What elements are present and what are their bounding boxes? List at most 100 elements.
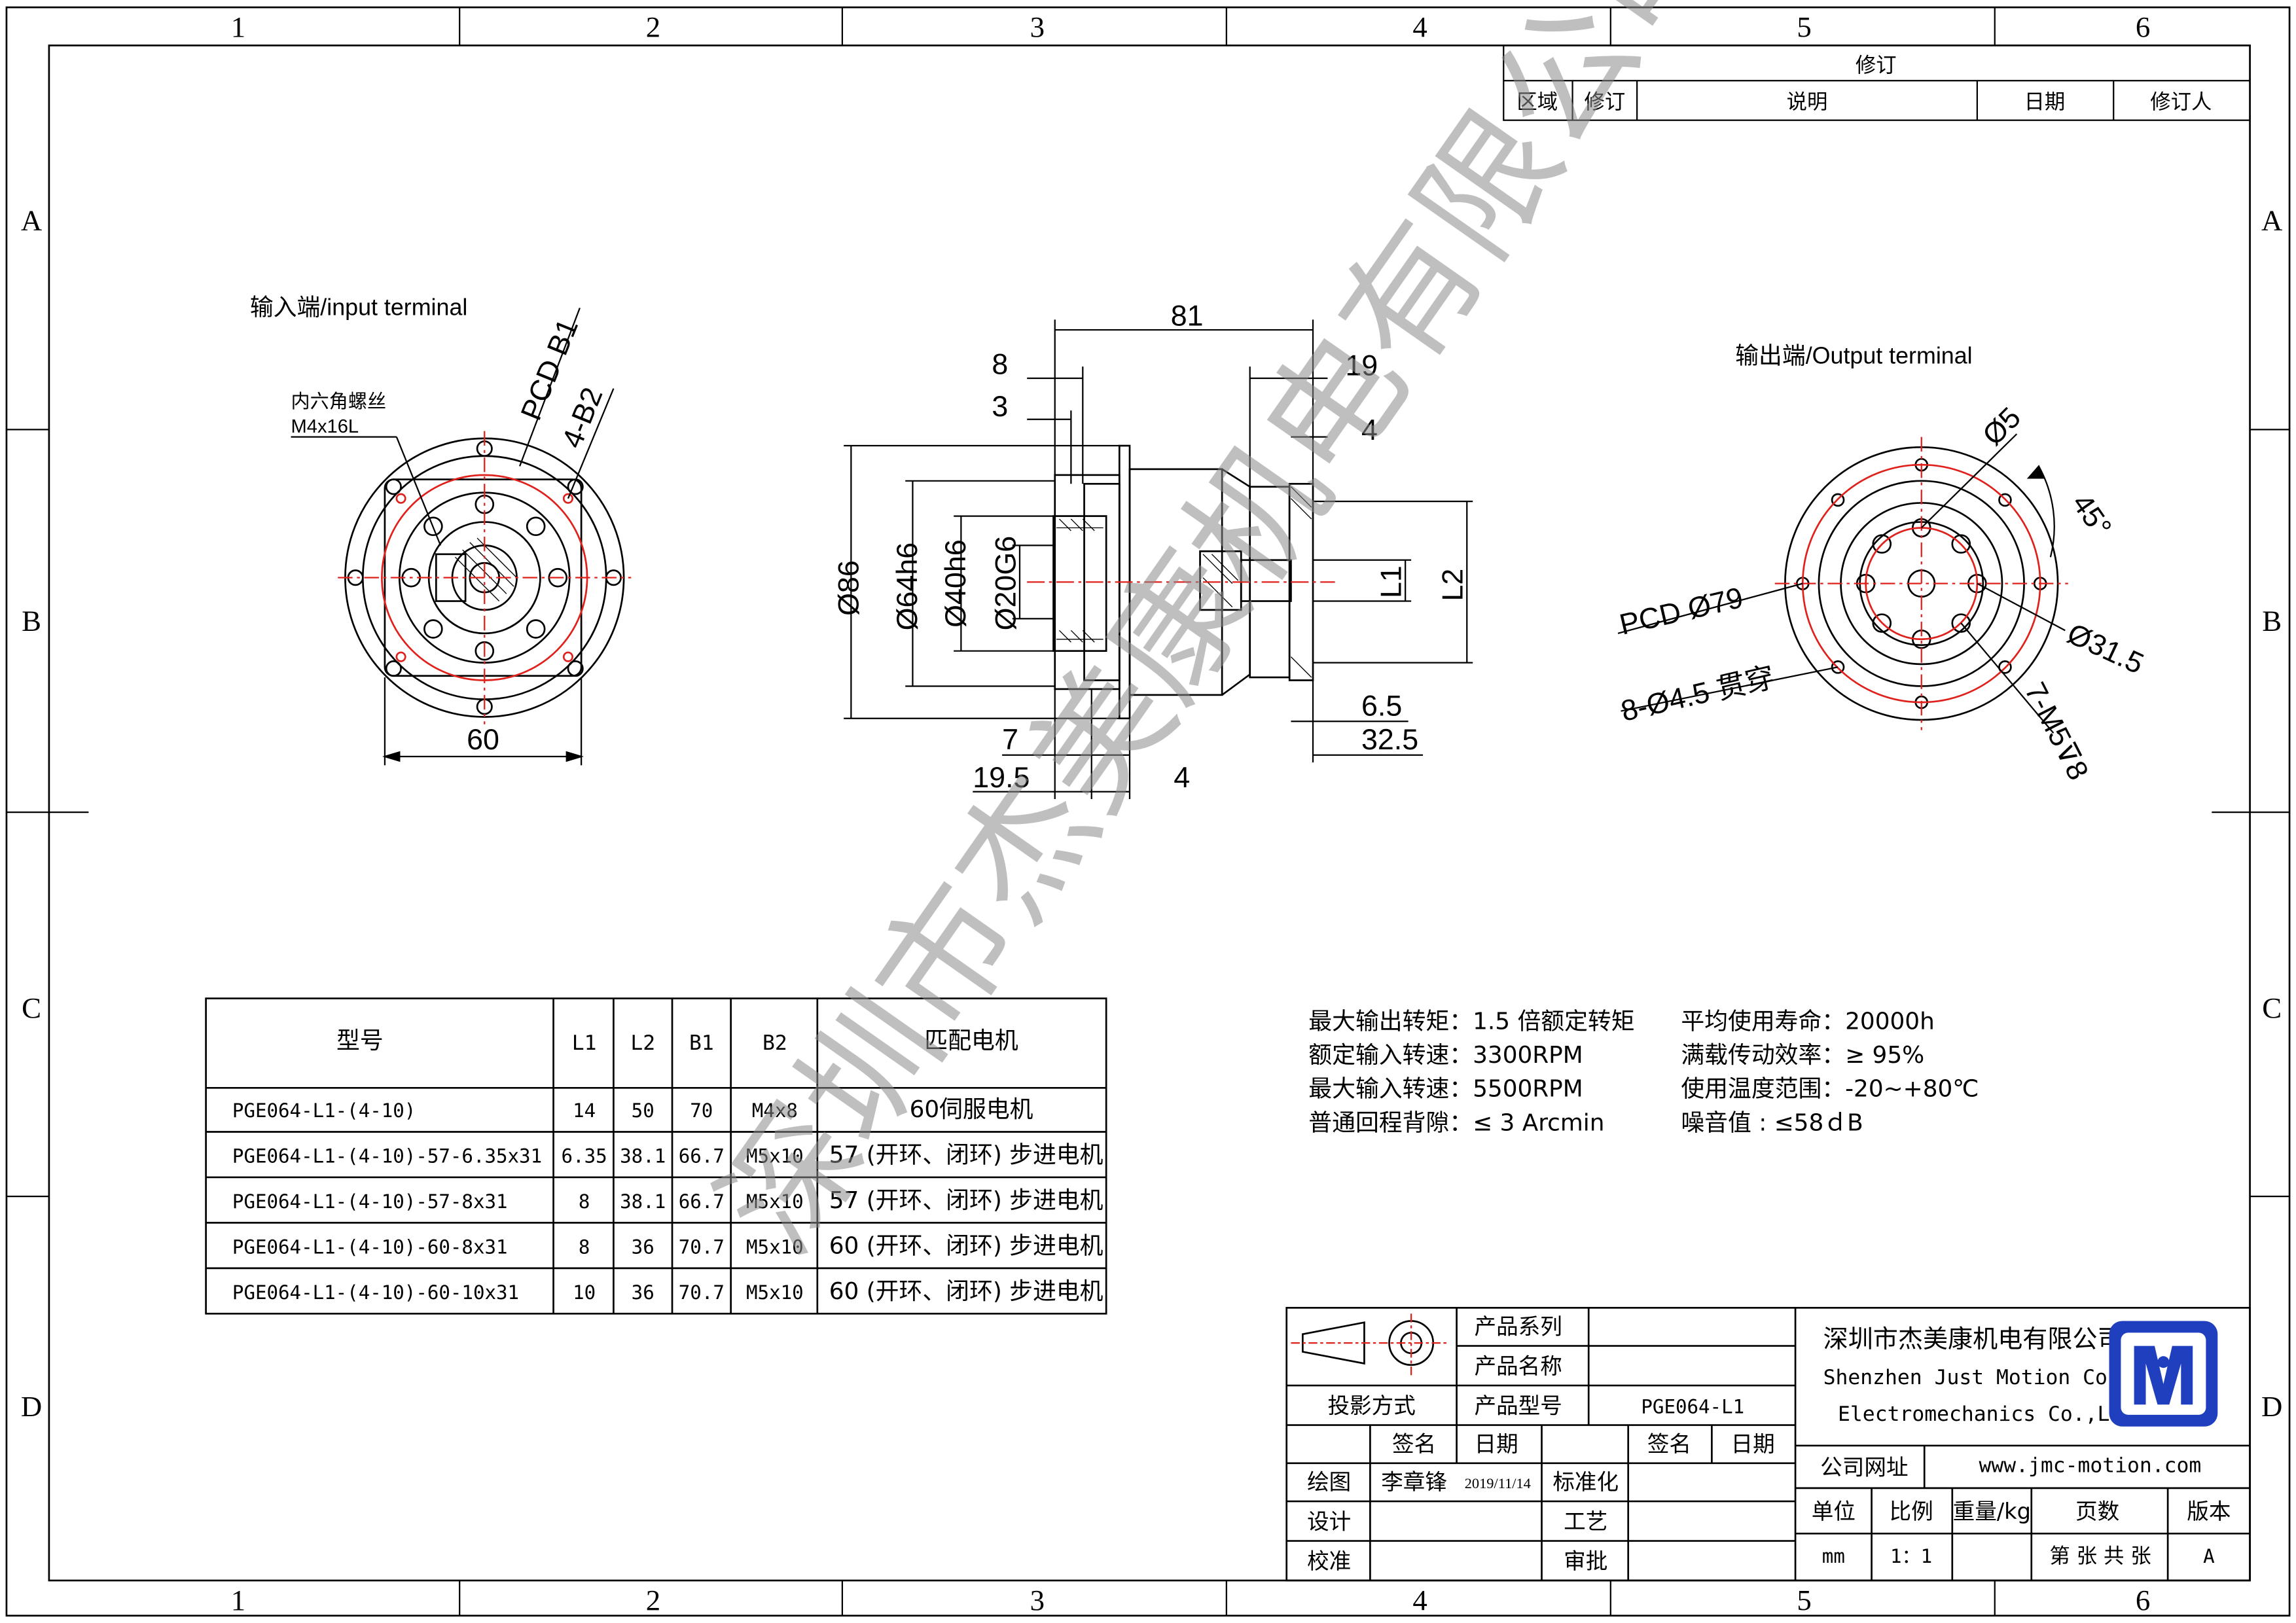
dim-7: 7 xyxy=(1002,723,1018,756)
table-header-l1: L1 xyxy=(572,1031,597,1055)
table-cell-b1: 70.7 xyxy=(679,1281,725,1304)
frame-labels: 1 2 3 4 5 6 1 2 3 4 5 6 A B C D A B C D xyxy=(21,10,2283,1616)
row-label-b-right: B xyxy=(2262,604,2282,637)
tb-pages-value: 第 张 共 张 xyxy=(2049,1544,2151,1568)
table-cell-motor: 57 (开环、闭环) 步进电机 xyxy=(829,1187,1103,1214)
row-label-b: B xyxy=(22,604,41,637)
col-label-6-bottom: 6 xyxy=(2136,1584,2150,1616)
watermark-text: 深圳市杰美康机电有限公司 xyxy=(690,0,1747,1279)
dim-19-5: 19.5 xyxy=(973,761,1030,794)
dim-6-5: 6.5 xyxy=(1361,689,1402,722)
output-dim-d5: Ø5 xyxy=(1976,401,2027,452)
revision-block: 修订 区域 修订 说明 日期 修订人 xyxy=(1503,45,2251,121)
col-label-3: 3 xyxy=(1030,10,1045,43)
tb-weight: 重量/kg xyxy=(1953,1499,2031,1524)
tb-sign: 签名 xyxy=(1392,1431,1436,1457)
tb-design: 设计 xyxy=(1307,1509,1351,1535)
table-cell-motor: 60 (开环、闭环) 步进电机 xyxy=(829,1232,1103,1259)
tb-pages: 页数 xyxy=(2075,1499,2119,1524)
table-cell-b1: 66.7 xyxy=(679,1145,725,1168)
revision-title: 修订 xyxy=(1856,54,1897,77)
tb-check: 校准 xyxy=(1307,1548,1351,1574)
jmc-logo xyxy=(2109,1321,2218,1427)
row-label-d-right: D xyxy=(2261,1390,2282,1423)
table-cell-b1: 66.7 xyxy=(679,1190,725,1213)
spec-left-2: 额定输入转速：3300RPM xyxy=(1308,1042,1583,1069)
col-label-5-bottom: 5 xyxy=(1797,1584,1811,1616)
table-cell-motor: 60 (开环、闭环) 步进电机 xyxy=(829,1278,1103,1305)
table-cell-b2: M5x10 xyxy=(746,1190,804,1213)
company-name-cn: 深圳市杰美康机电有限公司 xyxy=(1823,1325,2123,1353)
tb-draw: 绘图 xyxy=(1307,1469,1351,1495)
table-cell-model: PGE064-L1-(4-10)-60-8x31 xyxy=(232,1236,508,1258)
dim-d40h6: Ø40h6 xyxy=(939,539,972,628)
table-cell-b1: 70 xyxy=(690,1099,713,1122)
output-angle: 45° xyxy=(2066,488,2118,543)
col-label-6: 6 xyxy=(2136,10,2150,43)
table-cell-l2: 36 xyxy=(632,1281,655,1304)
tb-scale-value: 1：1 xyxy=(1890,1545,1932,1567)
spec-notes: 最大输出转矩：1.5 倍额定转矩 额定输入转速：3300RPM 最大输入转速：5… xyxy=(1308,1008,1979,1137)
table-cell-l2: 36 xyxy=(632,1236,655,1258)
table-header-motor: 匹配电机 xyxy=(924,1027,1018,1054)
tb-scale: 比例 xyxy=(1889,1499,1933,1524)
tb-date-2: 日期 xyxy=(1731,1431,1775,1457)
tb-date: 日期 xyxy=(1474,1431,1518,1457)
table-cell-l2: 50 xyxy=(632,1099,655,1122)
table-cell-l1: 8 xyxy=(579,1190,590,1213)
row-label-d: D xyxy=(21,1390,42,1423)
spec-right-4: 噪音值 : ≤58ｄB xyxy=(1681,1109,1863,1136)
table-cell-l2: 38.1 xyxy=(620,1145,666,1168)
dim-l2: L2 xyxy=(1437,569,1469,601)
company-name-en-2: Electromechanics Co.,LTD xyxy=(1838,1402,2134,1426)
website-url[interactable]: www.jmc-motion.com xyxy=(1979,1454,2201,1477)
tb-process: 工艺 xyxy=(1564,1509,1607,1535)
col-label-4: 4 xyxy=(1412,10,1427,43)
row-label-c: C xyxy=(22,991,41,1024)
col-label-2-bottom: 2 xyxy=(646,1584,660,1616)
tb-product-name: 产品名称 xyxy=(1474,1353,1562,1379)
tb-unit-value: mm xyxy=(1822,1545,1845,1567)
table-header-l2: L2 xyxy=(630,1031,655,1055)
input-screw-label-1: 内六角螺丝 xyxy=(291,390,387,412)
table-cell-b2: M5x10 xyxy=(746,1145,804,1168)
spec-right-2: 满载传动效率：≥ 95% xyxy=(1681,1042,1924,1069)
table-header-b1: B1 xyxy=(689,1031,714,1055)
output-dim-d31-5: Ø31.5 xyxy=(2062,617,2149,681)
tb-version-value: A xyxy=(2203,1545,2215,1567)
tb-product-series: 产品系列 xyxy=(1474,1314,1562,1340)
table-cell-b2: M5x10 xyxy=(746,1236,804,1258)
dim-4-top: 4 xyxy=(1361,414,1378,446)
table-cell-b2: M4x8 xyxy=(752,1099,798,1122)
col-label-4-bottom: 4 xyxy=(1412,1584,1427,1616)
col-label-3-bottom: 3 xyxy=(1030,1584,1045,1616)
frame-grid-ticks xyxy=(6,7,2290,1616)
spec-left-1: 最大输出转矩：1.5 倍额定转矩 xyxy=(1308,1008,1634,1035)
dim-8: 8 xyxy=(992,348,1008,380)
output-pcd: PCD Ø79 xyxy=(1617,581,1746,641)
revision-header-desc: 说明 xyxy=(1787,90,1828,114)
row-label-c-right: C xyxy=(2262,991,2282,1024)
side-section-view: 81 8 3 19 4 Ø86 Ø64h6 Ø40h6 Ø20G6 L1 L2 … xyxy=(833,299,1473,799)
table-header-model: 型号 xyxy=(336,1027,384,1054)
input-terminal-view: 输入端/input terminal xyxy=(250,294,632,766)
output-holes-through: 8-Ø4.5 贯穿 xyxy=(1618,660,1778,727)
tb-drawer: 李章锋 xyxy=(1381,1469,1447,1495)
row-label-a: A xyxy=(21,204,43,237)
revision-header-zone: 区域 xyxy=(1516,90,1558,114)
table-header-b2: B2 xyxy=(762,1031,787,1055)
dim-19: 19 xyxy=(1345,349,1378,382)
table-cell-model: PGE064-L1-(4-10) xyxy=(232,1099,416,1122)
table-cell-motor: 60伺服电机 xyxy=(910,1096,1033,1123)
revision-header-rev: 修订 xyxy=(1584,90,1625,114)
dim-d64h6: Ø64h6 xyxy=(891,543,924,631)
col-label-1: 1 xyxy=(231,10,245,43)
tb-sign-2: 签名 xyxy=(1647,1431,1691,1457)
spec-left-4: 普通回程背隙：≤ 3 Arcmin xyxy=(1308,1109,1604,1136)
output-tapped-holes: 7-M5⊽8 xyxy=(2018,677,2095,785)
tb-approve: 审批 xyxy=(1564,1548,1607,1574)
revision-header-date: 日期 xyxy=(2024,90,2066,114)
tb-standard: 标准化 xyxy=(1552,1469,1619,1495)
